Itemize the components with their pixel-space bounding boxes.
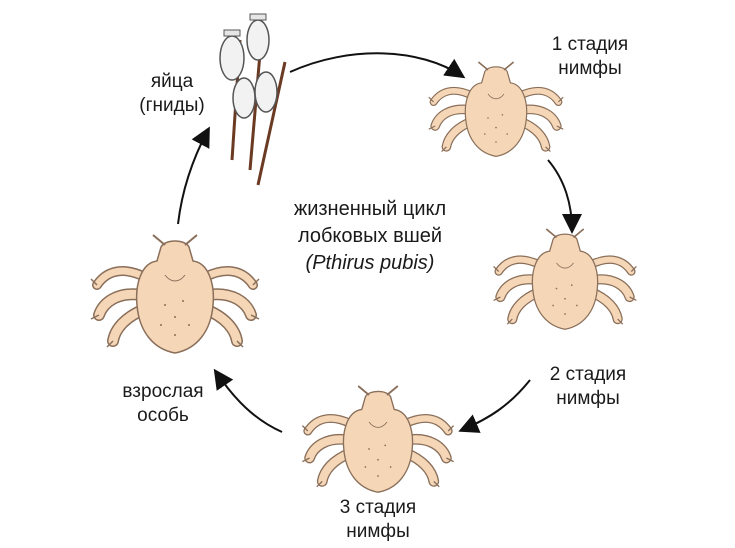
stage-label-eggs: яйца (гниды): [139, 71, 205, 116]
arrow-adult-to-eggs: [177, 126, 210, 225]
arrow-nymph2-to-nymph3: [458, 379, 531, 433]
title-line-1: жизненный цикл: [293, 198, 447, 220]
nymph-2-illustration: [494, 229, 637, 329]
nymph-3-illustration: [302, 386, 453, 492]
title-line-2: лобковых вшей: [297, 225, 443, 247]
diagram-title: жизненный цикл лобковых вшей (Pthirus pu…: [260, 196, 480, 277]
stage-label-nymph-1: 1 стадия нимфы: [551, 34, 629, 79]
arrow-nymph3-to-adult: [213, 368, 283, 433]
arrow-nymph1-to-nymph2: [547, 159, 582, 234]
stage-label-nymph-2: 2 стадия нимфы: [549, 364, 627, 409]
title-latin-name: (Pthirus pubis): [305, 252, 435, 274]
arrow-eggs-to-nymph1: [289, 52, 466, 79]
nits-on-hair-illustration: [219, 13, 287, 186]
stage-label-adult: взрослая особь: [122, 381, 204, 426]
stage-label-nymph-3: 3 стадия нимфы: [339, 497, 417, 542]
adult-illustration: [91, 235, 259, 353]
